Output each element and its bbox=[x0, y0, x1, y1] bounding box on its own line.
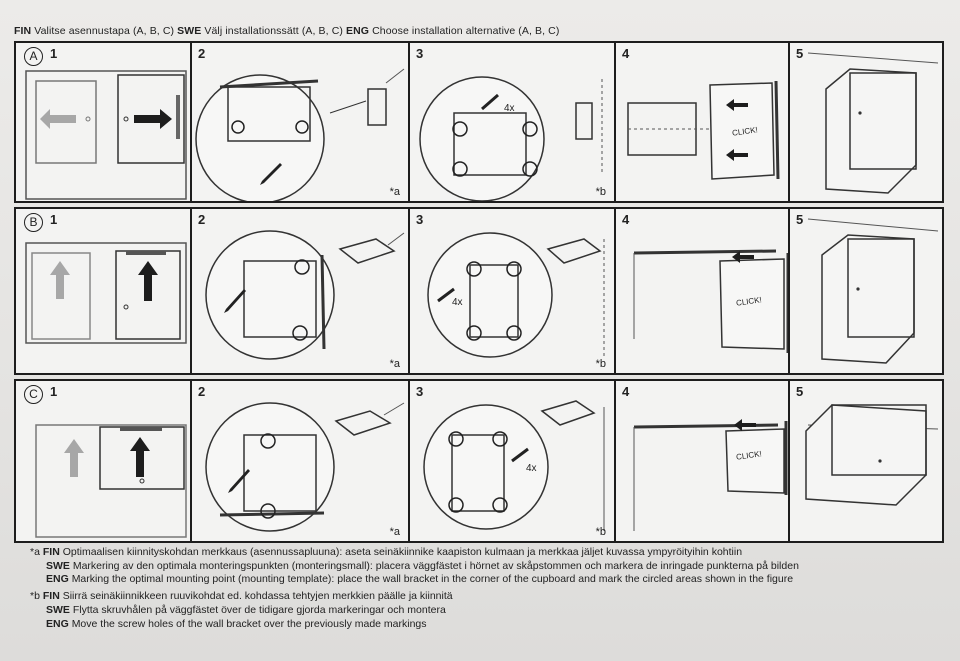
screw-bracket-illustration bbox=[427, 232, 605, 359]
cabinet-doors-illustration bbox=[35, 424, 187, 538]
row-b: B 1 2 *a 3 bbox=[14, 207, 944, 375]
mounted-safe-illustration bbox=[807, 52, 939, 194]
cabinet-doors-illustration bbox=[25, 70, 187, 200]
row-a-step-4: 4 CLICK! bbox=[614, 43, 790, 201]
footnote-a-eng: ENG Marking the optimal mounting point (… bbox=[34, 573, 799, 587]
row-b-letter: B bbox=[24, 213, 43, 232]
row-b-step-2: 2 *a bbox=[190, 209, 410, 373]
safe-click-illustration bbox=[633, 249, 788, 353]
step-number: 3 bbox=[416, 384, 424, 399]
row-c-step-2: 2 *a bbox=[190, 381, 410, 541]
instruction-header: FIN Valitse asennustapa (A, B, C) SWE Vä… bbox=[14, 25, 559, 37]
footnote-b-fin: *b FIN Siirrä seinäkiinnikkeen ruuvikohd… bbox=[30, 590, 799, 604]
step-number: 4 bbox=[622, 46, 630, 61]
step-number: 3 bbox=[416, 46, 424, 61]
screw-count-label: 4x bbox=[504, 103, 515, 114]
footnotes: *a FIN Optimaalisen kiinnityskohdan merk… bbox=[30, 546, 799, 632]
footnote-b-eng: ENG Move the screw holes of the wall bra… bbox=[34, 618, 799, 632]
row-c: C 1 2 *a 3 bbox=[14, 379, 944, 543]
row-a-step-3: 3 4x *b bbox=[408, 43, 616, 201]
header-swe-text: Välj installationssätt (A, B, C) bbox=[204, 25, 343, 37]
note-a-marker: *a bbox=[389, 526, 400, 538]
row-c-step-1: C 1 bbox=[16, 381, 192, 541]
row-c-step-5: 5 bbox=[788, 381, 942, 541]
row-a-letter: A bbox=[24, 47, 43, 66]
row-b-step-4: 4 CLICK! bbox=[614, 209, 790, 373]
lang-tag: FIN bbox=[42, 546, 60, 558]
row-a-step-5: 5 bbox=[788, 43, 942, 201]
step-number: 5 bbox=[796, 384, 804, 399]
lang-tag: SWE bbox=[46, 559, 70, 572]
screw-count-label: 4x bbox=[526, 463, 537, 474]
mounting-template-illustration bbox=[205, 402, 405, 532]
safe-click-illustration bbox=[633, 419, 788, 531]
row-b-step-5: 5 bbox=[788, 209, 942, 373]
footnote-b-marker: *b bbox=[30, 590, 40, 603]
mounting-template-illustration bbox=[195, 68, 405, 201]
mounting-template-illustration bbox=[205, 230, 405, 360]
step-number: 5 bbox=[796, 46, 804, 61]
footnote-a-swe: SWE Markering av den optimala monterings… bbox=[34, 560, 799, 574]
lang-tag: SWE bbox=[46, 603, 70, 616]
header-eng-text: Choose installation alternative (A, B, C… bbox=[372, 25, 560, 37]
row-a-step-1: A 1 bbox=[16, 43, 192, 201]
row-a-step-2: 2 *a bbox=[190, 43, 410, 201]
note-b-marker: *b bbox=[595, 358, 606, 370]
footnote-a-fin: *a FIN Optimaalisen kiinnityskohdan merk… bbox=[30, 546, 799, 560]
mounted-safe-illustration bbox=[805, 404, 939, 506]
step-number: 4 bbox=[622, 212, 630, 227]
row-c-letter: C bbox=[24, 385, 43, 404]
lang-tag: FIN bbox=[42, 590, 60, 603]
lang-tag: ENG bbox=[46, 617, 69, 630]
footnote-text: Markering av den optimala monteringspunk… bbox=[72, 559, 799, 572]
footnote-text: Marking the optimal mounting point (moun… bbox=[71, 573, 794, 586]
row-b-step-3: 3 4x *b bbox=[408, 209, 616, 373]
header-eng-tag: ENG bbox=[346, 25, 370, 37]
header-swe-tag: SWE bbox=[177, 25, 202, 37]
cabinet-doors-illustration bbox=[25, 242, 187, 344]
screw-count-label: 4x bbox=[452, 297, 463, 308]
lang-tag: ENG bbox=[46, 573, 69, 586]
header-fin-text: Valitse asennustapa (A, B, C) bbox=[34, 25, 175, 37]
step-number: 1 bbox=[50, 212, 58, 227]
footnote-b-swe: SWE Flytta skruvhålen på väggfästet över… bbox=[34, 604, 799, 618]
step-number: 2 bbox=[198, 212, 206, 227]
row-c-step-3: 3 4x *b bbox=[408, 381, 616, 541]
note-b-marker: *b bbox=[595, 526, 606, 538]
row-c-step-4: 4 CLICK! bbox=[614, 381, 790, 541]
screw-bracket-illustration bbox=[419, 76, 603, 201]
step-number: 1 bbox=[50, 384, 58, 399]
safe-click-illustration bbox=[627, 80, 780, 180]
row-a: A 1 2 *a 3 bbox=[14, 41, 944, 203]
step-number: 1 bbox=[50, 46, 58, 61]
step-number: 2 bbox=[198, 46, 206, 61]
note-a-marker: *a bbox=[389, 358, 400, 370]
footnote-text: Optimaalisen kiinnityskohdan merkkaus (a… bbox=[62, 546, 743, 558]
step-number: 5 bbox=[796, 212, 804, 227]
footnote-text: Flytta skruvhålen på väggfästet över de … bbox=[72, 603, 446, 616]
footnote-a-marker: *a bbox=[30, 546, 40, 558]
footnote-text: Move the screw holes of the wall bracket… bbox=[71, 617, 427, 630]
step-number: 4 bbox=[622, 384, 630, 399]
footnote-text: Siirrä seinäkiinnikkeen ruuvikohdat ed. … bbox=[62, 590, 453, 603]
mounted-safe-illustration bbox=[807, 218, 939, 364]
row-b-step-1: B 1 bbox=[16, 209, 192, 373]
screw-bracket-illustration bbox=[423, 400, 605, 531]
step-number: 3 bbox=[416, 212, 424, 227]
note-b-marker: *b bbox=[595, 186, 606, 198]
note-a-marker: *a bbox=[389, 186, 400, 198]
step-number: 2 bbox=[198, 384, 206, 399]
header-fin-tag: FIN bbox=[14, 25, 32, 37]
